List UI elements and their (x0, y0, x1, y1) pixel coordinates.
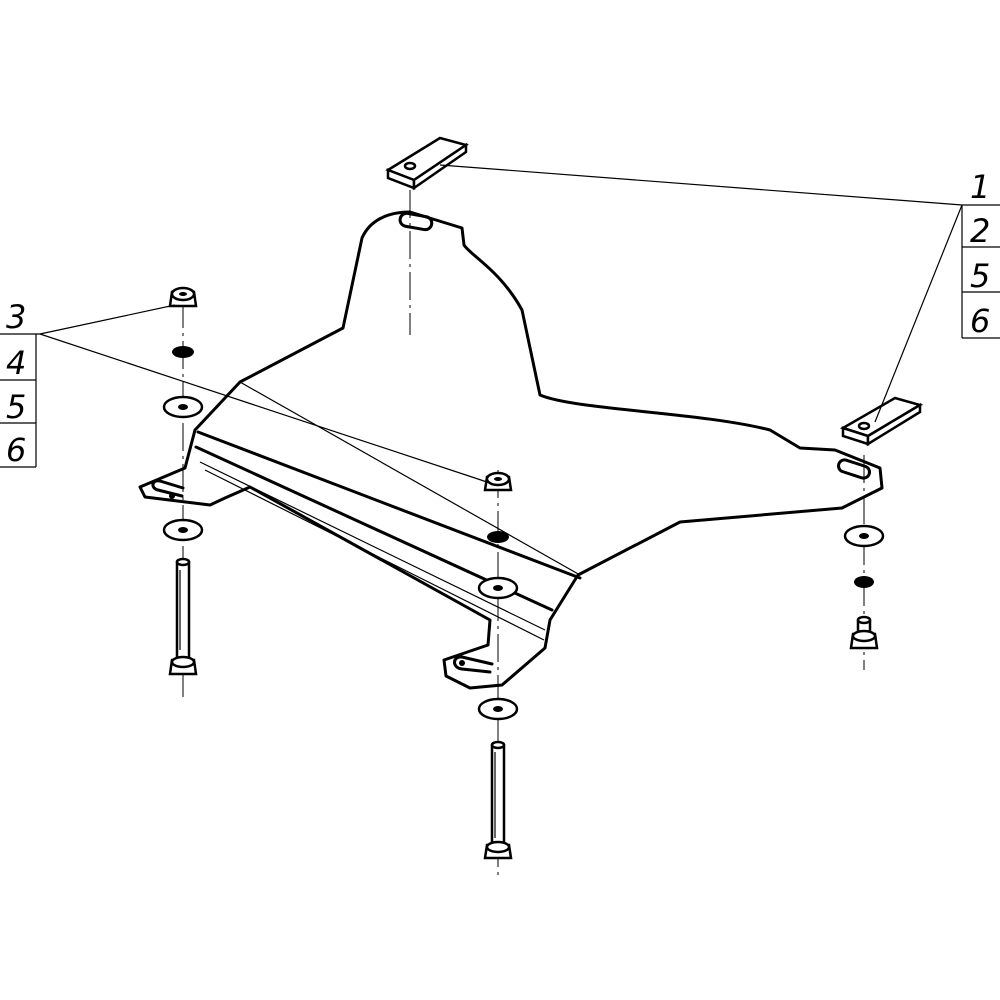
flat-washer-right (843, 524, 885, 548)
skid-plate (138, 210, 884, 690)
callout-right-label-3: 5 (970, 257, 990, 295)
leader-lines (39, 164, 963, 484)
callout-right: 1 2 5 6 (961, 168, 1000, 340)
callout-right-label-2: 2 (970, 212, 990, 250)
callout-left-label-2: 4 (6, 344, 26, 382)
spacer-plate-rear-right (839, 396, 924, 447)
slot-hole-rear-left (398, 211, 434, 232)
skid-plate-outline (138, 210, 884, 690)
flat-washer-middle-top (477, 576, 519, 600)
front-bend-line (239, 381, 581, 576)
callout-right-label-4: 6 (970, 302, 990, 340)
slot-hole-rear-right (836, 458, 872, 480)
bolt-left (168, 557, 198, 676)
callout-left: 3 4 5 6 (0, 298, 40, 469)
callout-left-label-1: 3 (6, 298, 26, 336)
front-flange-top (196, 430, 582, 580)
lock-washer-left (172, 346, 194, 358)
lock-washer-right (854, 576, 874, 588)
slot-hole-front-right (453, 655, 494, 674)
spacer-plate-rear-left (385, 136, 469, 191)
callout-left-label-3: 5 (6, 388, 26, 426)
right-fastener-stack (843, 524, 885, 650)
callout-left-label-4: 6 (6, 431, 26, 469)
front-flange-bottom (204, 469, 545, 641)
callout-right-label-1: 1 (970, 168, 990, 206)
hex-nut-middle (483, 471, 513, 492)
center-axes (182, 190, 865, 875)
hex-nut-left (168, 286, 198, 308)
front-flange-edge (199, 461, 546, 631)
flat-washer-left-bottom (162, 518, 204, 542)
slot-hole-front-left (151, 479, 185, 498)
short-bolt-right (849, 615, 879, 650)
bolt-middle (483, 740, 513, 860)
left-fastener-stack (162, 286, 204, 676)
lock-washer-middle (487, 531, 509, 543)
flat-washer-middle-bottom (477, 697, 519, 721)
flat-washer-left-top (162, 395, 204, 419)
middle-fastener-stack (477, 471, 519, 860)
